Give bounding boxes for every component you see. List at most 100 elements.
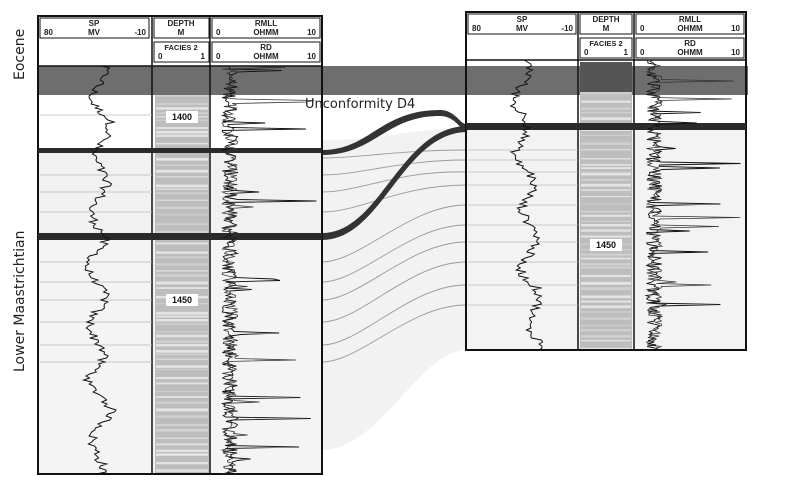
left-header: SP 80 MV -10 DEPTH M FACIES 2 0 1 RMLL 0…: [39, 17, 321, 63]
right-rd-curve: [644, 60, 741, 350]
left-rmll-right: 10: [307, 28, 316, 37]
facies-stripe: [156, 415, 208, 418]
facies-stripe: [581, 229, 631, 232]
right-sp-left: 80: [472, 24, 481, 33]
facies-stripe: [581, 196, 631, 198]
facies-stripe: [156, 242, 208, 245]
right-rd-unit: OHMM: [677, 48, 703, 57]
left-sp-right: -10: [134, 28, 146, 37]
facies-stripe: [156, 428, 208, 432]
right-rmll-curve: [645, 60, 741, 350]
facies-stripe: [156, 287, 208, 289]
facies-stripe: [581, 253, 631, 256]
facies-stripe: [156, 365, 208, 368]
facies-stripe: [581, 100, 631, 103]
right-rmll-name: RMLL: [679, 15, 701, 24]
facies-stripe: [156, 443, 208, 446]
facies-stripe: [156, 214, 208, 216]
well-right: [465, 11, 747, 351]
right-rmll-left: 0: [640, 24, 645, 33]
facies-stripe: [156, 263, 208, 266]
left-sp-left: 80: [44, 28, 53, 37]
facies-stripe: [156, 340, 208, 344]
right-facies-left: 0: [584, 48, 589, 57]
facies-stripe: [156, 462, 208, 465]
left-sp-unit: MV: [88, 28, 101, 37]
facies-stripe: [156, 142, 208, 145]
correlation-lines: [321, 149, 467, 363]
right-rmll-unit: OHMM: [677, 24, 703, 33]
correlation-fill: [322, 128, 466, 450]
facies-stripe: [156, 274, 208, 277]
facies-stripe: [581, 287, 631, 290]
left-facies-name: FACIES 2: [164, 43, 197, 52]
unconformity-d4-surface: [322, 110, 466, 155]
facies-stripe: [156, 323, 208, 325]
well-left: [37, 15, 323, 475]
facies-stripe: [156, 127, 208, 129]
lower-maastrichtian-label: Lower Maastrichtian: [12, 231, 28, 372]
facies-stripe: [581, 107, 631, 110]
left-facies-left: 0: [158, 52, 163, 61]
facies-stripe: [156, 311, 208, 315]
facies-stripe: [156, 130, 208, 134]
facies-stripe: [156, 331, 208, 333]
right-rd-left: 0: [640, 48, 645, 57]
facies-stripe: [156, 251, 208, 254]
facies-stripe: [581, 111, 631, 114]
facies-stripe: [581, 92, 631, 95]
left-sp-curve: [81, 66, 117, 474]
left-depth-mark-1400: 1400: [172, 112, 192, 122]
right-sp-name: SP: [517, 15, 528, 24]
facies-stripe: [581, 158, 631, 160]
facies-stripe: [156, 469, 208, 472]
facies-stripe: [581, 172, 631, 176]
right-facies-name: FACIES 2: [589, 39, 622, 48]
facies-stripe: [156, 408, 208, 412]
left-depth-unit: M: [178, 28, 185, 37]
facies-stripe: [581, 295, 631, 299]
facies-stripe: [156, 334, 208, 338]
facies-stripe: [156, 453, 208, 456]
right-sp-curve: [509, 60, 544, 350]
facies-stripe: [581, 266, 631, 269]
facies-stripe: [156, 401, 208, 404]
facies-stripe: [581, 329, 631, 332]
right-depth-name: DEPTH: [592, 15, 619, 24]
facies-stripe: [156, 449, 208, 452]
facies-stripe: [156, 169, 208, 173]
left-rd-unit: OHMM: [253, 52, 279, 61]
facies-stripe: [156, 107, 208, 110]
left-sp-name: SP: [89, 19, 100, 28]
facies-stripe: [581, 335, 631, 338]
facies-stripe: [581, 257, 631, 260]
facies-stripe: [581, 325, 631, 327]
facies-stripe: [581, 210, 631, 213]
facies-stripe: [581, 183, 631, 187]
facies-stripe: [156, 157, 208, 161]
facies-stripe: [156, 164, 208, 166]
facies-stripe: [581, 214, 631, 217]
facies-stripe: [581, 224, 631, 227]
facies-stripe: [156, 103, 208, 105]
right-well-frame: [465, 11, 747, 351]
facies-stripe: [581, 142, 631, 145]
left-rd-right: 10: [307, 52, 316, 61]
facies-stripe: [156, 199, 208, 201]
left-depth-mark-1450: 1450: [172, 295, 192, 305]
left-depth-name: DEPTH: [167, 19, 194, 28]
facies-stripe: [156, 368, 208, 370]
facies-stripe: [581, 274, 631, 278]
facies-stripe: [581, 281, 631, 285]
facies-stripe: [156, 184, 208, 188]
right-rd-right: 10: [731, 48, 740, 57]
facies-stripe: [156, 377, 208, 380]
right-depth-unit: M: [603, 24, 610, 33]
facies-stripe: [581, 317, 631, 320]
eocene-label: Eocene: [12, 29, 28, 80]
facies-stripe: [156, 353, 208, 356]
facies-stripe: [156, 176, 208, 178]
right-rd-name: RD: [684, 39, 696, 48]
facies-stripe: [156, 230, 208, 234]
